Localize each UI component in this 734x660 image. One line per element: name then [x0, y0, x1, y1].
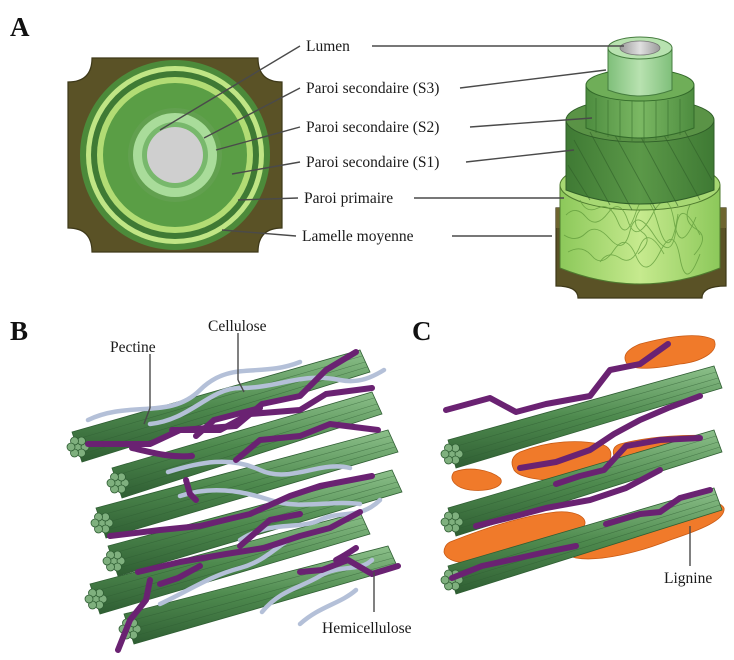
lumen-opening: [620, 41, 660, 55]
cell-wall-3d-cylinder: [556, 37, 726, 298]
label-paroi-secondaire-s1: Paroi secondaire (S1): [306, 154, 439, 171]
label-lumen: Lumen: [306, 38, 350, 55]
panel-a: Lumen Paroi secondaire (S3) Paroi second…: [68, 37, 726, 298]
label-pectine: Pectine: [110, 339, 156, 356]
label-paroi-secondaire-s3: Paroi secondaire (S3): [306, 80, 439, 97]
panel-letter-b: B: [10, 316, 28, 346]
label-hemicellulose: Hemicellulose: [322, 620, 412, 637]
label-paroi-secondaire-s2: Paroi secondaire (S2): [306, 119, 439, 136]
label-cellulose: Cellulose: [208, 318, 267, 335]
panel-c: Lignine: [441, 336, 724, 594]
lumen-disc: [147, 127, 203, 183]
panel-letter-c: C: [412, 316, 432, 346]
label-lignine: Lignine: [664, 570, 712, 587]
label-lamelle-moyenne: Lamelle moyenne: [302, 228, 414, 245]
cellulose-fibres-b: [67, 350, 402, 644]
panel-letter-a: A: [10, 12, 30, 42]
label-paroi-primaire: Paroi primaire: [304, 190, 393, 207]
cell-cross-section: [68, 58, 282, 252]
panel-b: Pectine Cellulose Hemicellulose: [67, 318, 412, 650]
